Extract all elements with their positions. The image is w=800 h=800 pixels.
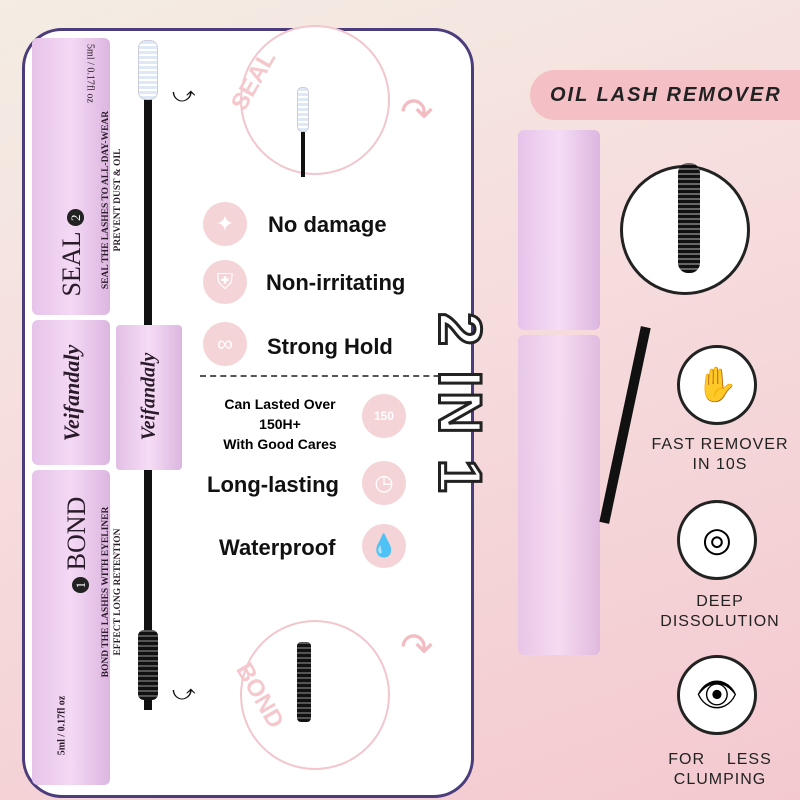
sparkle-icon: ✦	[203, 202, 247, 246]
feature-150h: Can Lasted Over 150H+ With Good Cares	[223, 396, 337, 452]
bond-number-badge: 1	[72, 576, 89, 594]
brand-logo: Veifandaly	[59, 344, 84, 442]
150-badge-icon: 150	[362, 394, 406, 438]
remover-tube-body	[518, 335, 600, 655]
banner-title: OIL LASH REMOVER	[550, 84, 782, 106]
feature-non-irritating: Non-irritating	[266, 270, 406, 295]
remover-feature-clumping: FOR LESS CLUMPING	[668, 751, 772, 788]
bond-volume: 5ml / 0.17fl oz	[56, 695, 68, 756]
feature-no-damage: No damage	[268, 212, 387, 237]
seal-closeup-circle: SEAL	[226, 25, 390, 177]
divider	[200, 375, 470, 377]
u-turn-arrow-icon: ↷	[400, 626, 434, 670]
bubbles-icon: ◎	[677, 500, 757, 580]
clock-icon: ◷	[362, 461, 406, 505]
shield-icon: ⛨	[203, 260, 247, 304]
feature-strong-hold: Strong Hold	[267, 334, 393, 359]
seal-desc-2: PREVENT DUST & OIL	[113, 148, 123, 252]
bond-title: BOND	[62, 496, 91, 571]
two-in-one-title: 2 IN 1	[425, 311, 495, 498]
remover-wand	[599, 326, 651, 524]
bond-desc-2: EFFECT LONG RETENTION	[113, 528, 123, 656]
water-drop-icon: 💧	[362, 524, 406, 568]
sleeve-brand: Veifandaly	[137, 352, 160, 441]
seal-desc-1: SEAL THE LASHES TO ALL-DAY-WEAR	[101, 110, 111, 290]
remover-tube	[518, 130, 600, 330]
hand-wash-icon: ✋	[677, 345, 757, 425]
remover-closeup-circle	[620, 163, 750, 295]
bond-closeup-circle: BOND	[230, 620, 390, 770]
feature-waterproof: Waterproof	[219, 535, 336, 560]
feature-long-lasting: Long-lasting	[207, 472, 339, 497]
remover-feature-dissolution: DEEP DISSOLUTION	[660, 593, 780, 630]
tube-cap: Veifandaly	[32, 320, 110, 465]
seal-number-badge: 2	[67, 209, 84, 226]
eye-lash-icon: 👁	[677, 655, 757, 735]
bond-brush-head	[138, 630, 158, 700]
remover-feature-fast: FAST REMOVER IN 10S	[651, 436, 789, 473]
curved-arrow-icon: ⤻	[172, 680, 196, 705]
seal-brush-head	[138, 40, 158, 100]
seal-volume: 5ml / 0.17fl oz	[84, 44, 96, 103]
seal-title: SEAL	[57, 232, 86, 297]
wand-sleeve: Veifandaly	[116, 325, 182, 470]
u-turn-arrow-icon: ↷	[400, 91, 434, 135]
banner-bg	[530, 70, 800, 120]
link-icon: ∞	[203, 322, 247, 366]
bond-desc-1: BOND THE LASHES WITH EYELINER	[101, 506, 111, 678]
curved-arrow-icon: ⤻	[172, 82, 196, 107]
